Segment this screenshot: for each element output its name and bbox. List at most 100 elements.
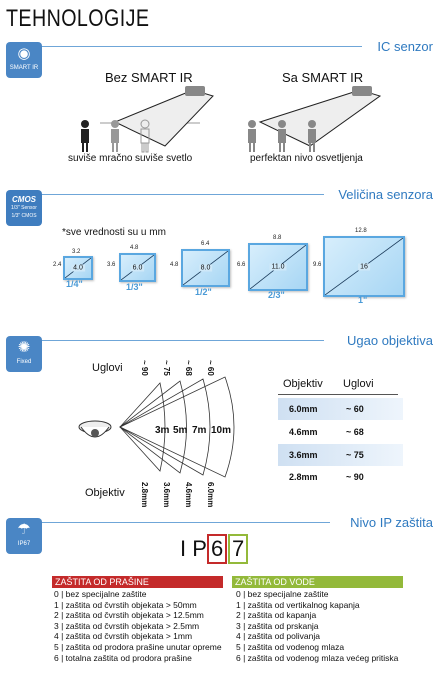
lens-row-1-lens: 6.0mm [289,404,318,414]
sensor-1-3: 6.0 [119,253,156,282]
lens-row-1-angle: ~ 60 [346,404,364,414]
lens-2-8mm: 2.8mm [140,482,149,508]
section-title-sensor: Veličina senzora [338,187,433,202]
dome-camera-icon [78,420,112,438]
list-item: 1 | zaštita od čvrstih objekata > 50mm [54,599,197,610]
lens-4-6mm: 4.6mm [184,482,193,508]
sensor-2-3-label: 2/3" [268,290,285,300]
sensor-2-3-height: 6.6 [237,262,246,268]
section-title-ir: IC senzor [377,39,433,54]
sensor-1-2-diag: 8.0 [198,264,213,272]
sensor-1-3-diag: 6.0 [130,264,145,271]
lens-row-2-angle: ~ 68 [346,427,364,437]
lens-angle-diagram [78,376,235,478]
sensor-1-3-height: 3.6 [107,262,116,268]
lens-3-6mm: 3.6mm [162,482,171,508]
cmos-sensor-icon: CMOS 1/3" Sensor 1/3" CMOS [6,190,42,226]
ir-without-figure [81,86,214,153]
sensor-1-4-width: 3.2 [72,249,81,255]
ir-with-figure [248,86,382,152]
section-title-lens: Ugao objektiva [347,333,433,348]
angles-label: Uglovi [92,362,123,374]
section-ip-header: ☂ IP67 Nivo IP zaštita [0,515,447,554]
lens-row-3-angle: ~ 75 [346,450,364,460]
distance-10m: 10m [211,425,232,436]
angle-75: ~ 75 [162,360,171,376]
sensor-1-2-label: 1/2" [195,287,212,297]
list-item: 0 | bez specijalne zaštite [236,589,329,599]
sensor-1-4: 4.0 [63,256,93,280]
dust-header: ZAŠTITA OD PRAŠINE [52,576,223,588]
lens-row-bg [278,444,403,466]
camera-icon: ◉ [17,45,31,62]
smart-ir-icon: ◉ SMART IR [6,42,42,78]
list-item: 5 | zaštita od vodenog mlaza [236,641,345,652]
page-title: TEHNOLOGIJE [6,5,150,32]
ip-code-dust-digit: 6 [207,534,228,564]
sensor-2-3: 11.0 [248,243,308,291]
angle-90: ~ 90 [140,360,149,376]
list-item: 5 | zaštita od prodora prašine unutar op… [54,641,222,652]
angle-60: ~ 60 [206,360,215,376]
lens-fixed-icon: ✺ Fixed [6,336,42,372]
lens-row-4-angle: ~ 90 [346,472,364,482]
water-header: ZAŠTITA OD VODE [232,576,403,588]
sensor-1-2: 8.0 [181,249,230,287]
water-list: 0 | bez specijalne zaštite 1 | zaštita o… [236,589,398,663]
section-lens-header: ✺ Fixed Ugao objektiva [0,333,447,372]
ir-caption-perfect: perfektan nivo osvetljenja [250,153,363,164]
lens-table-head-lens: Objektiv [283,378,323,390]
umbrella-icon: ☂ [17,521,31,538]
list-item: 1 | zaštita od vertikalnog kapanja [236,599,360,610]
section-title-ip: Nivo IP zaštita [350,515,433,530]
list-item: 0 | bez specijalne zaštite [54,589,147,599]
ip-code-water-digit: 7 [228,534,249,564]
distance-3m: 3m [155,425,170,436]
sensor-1-4-label: 1/4" [66,279,83,289]
sensor-1-width: 12.8 [355,228,367,234]
sensor-1-3-label: 1/3" [126,282,143,292]
sensor-1-2-height: 4.8 [170,262,179,268]
sensor-1-4-height: 2.4 [53,262,62,268]
sensor-2-3-width: 8.8 [273,235,282,241]
lens-row-2-lens: 4.6mm [289,427,318,437]
dust-list: 0 | bez specijalne zaštite 1 | zaštita o… [54,589,222,663]
lens-row-bg [278,398,403,420]
lens-row-4-lens: 2.8mm [289,472,318,482]
sensor-note: *sve vrednosti su u mm [62,227,166,238]
list-item: 4 | zaštita od polivanja [236,631,320,642]
ip-code-prefix: I P [180,536,207,561]
ir-left-heading: Bez SMART IR [105,70,193,85]
list-item: 3 | zaštita od čvrstih objekata > 2.5mm [54,620,200,631]
section-divider [42,46,362,47]
angle-68: ~ 68 [184,360,193,376]
lens-table-head-angle: Uglovi [343,378,374,390]
list-item: 6 | zaštita od vodenog mlaza većeg priti… [236,652,399,663]
person-dark [81,120,89,152]
section-divider [42,340,324,341]
sensor-1-label: 1" [358,295,368,305]
aperture-icon: ✺ [17,339,31,356]
lens-label: Objektiv [85,487,125,499]
section-sensor-header: CMOS 1/3" Sensor 1/3" CMOS Veličina senz… [0,187,447,226]
list-item: 2 | zaštita od čvrstih objekata > 12.5mm [54,610,204,621]
sensor-1: 16 [323,236,405,297]
distance-5m: 5m [173,425,188,436]
distance-7m: 7m [192,425,207,436]
ir-caption-dark: suviše mračno [68,153,133,164]
lens-table-divider [278,394,398,395]
list-item: 4 | zaštita od čvrstih objekata > 1mm [54,631,193,642]
ip67-icon: ☂ IP67 [6,518,42,554]
lens-6-0mm: 6.0mm [206,482,215,508]
section-divider [42,522,330,523]
lens-row-3-lens: 3.6mm [289,450,318,460]
sensor-1-4-diag: 4.0 [71,264,85,272]
section-ir-header: ◉ SMART IR IC senzor [0,39,447,78]
sensor-1-3-width: 4.8 [130,245,139,251]
list-item: 3 | zaštita od prskanja [236,620,319,631]
sensor-2-3-diag: 11.0 [269,263,287,271]
person-light [140,119,150,153]
sensor-1-diag: 16 [358,263,370,270]
person-mid [111,120,119,152]
sensor-1-2-width: 6.4 [201,241,210,247]
